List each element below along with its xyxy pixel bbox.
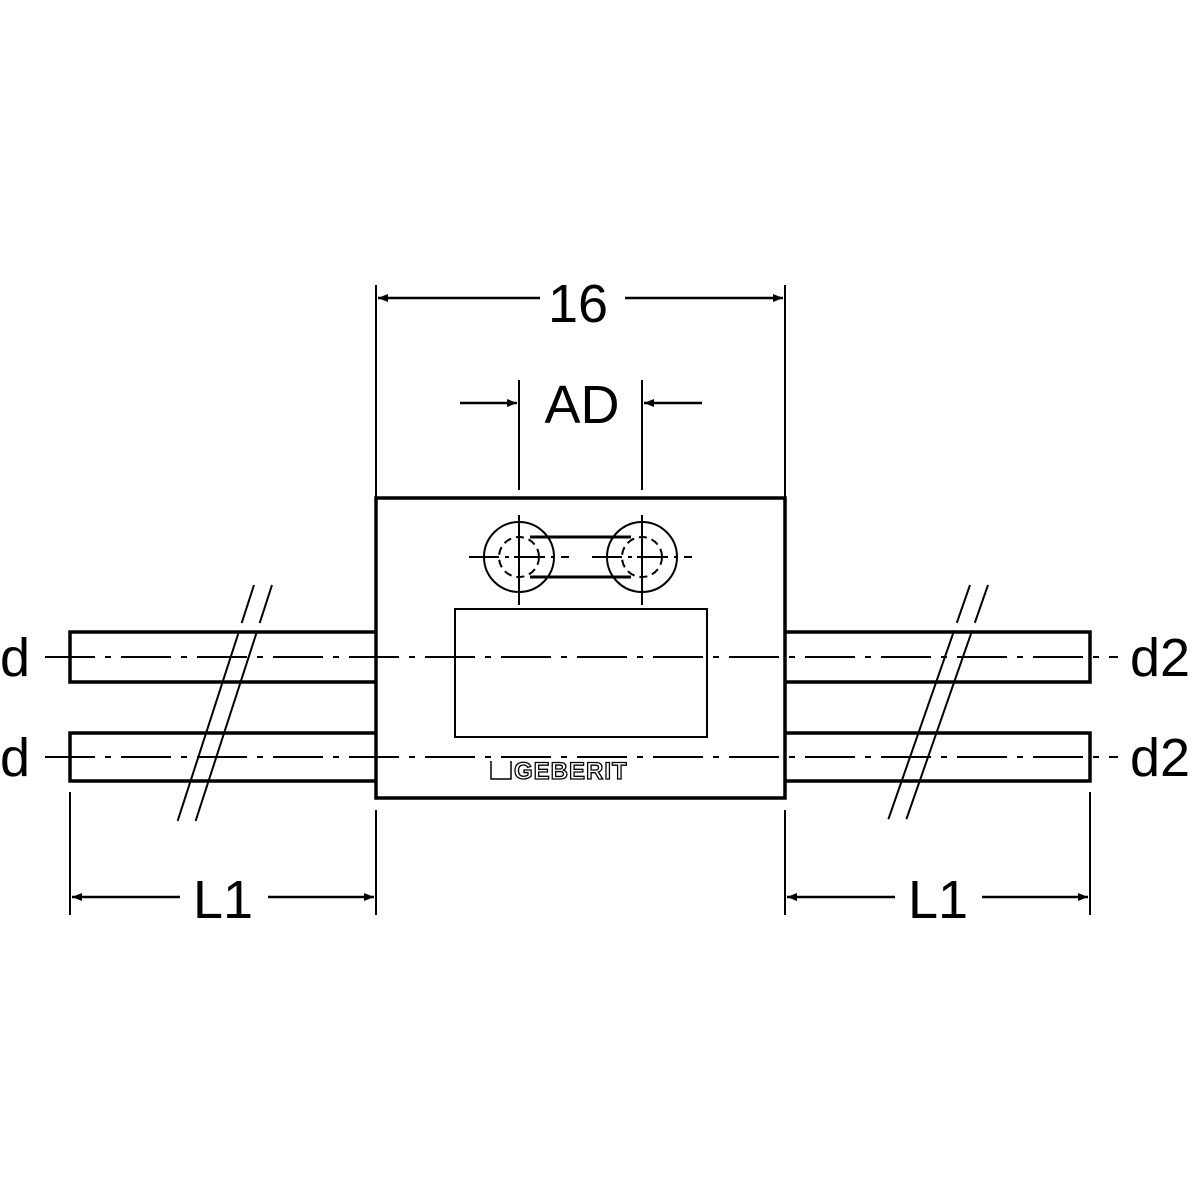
dimension-lines xyxy=(72,294,1088,901)
geberit-logo: GEBERIT xyxy=(490,757,628,786)
dimension-l1-right-label: L1 xyxy=(908,870,968,930)
svg-text:GEBERIT: GEBERIT xyxy=(514,758,628,785)
pipe-right-top xyxy=(785,630,1092,684)
pipe-label-right-bottom: d2 xyxy=(1130,728,1190,788)
dimension-16-label: 16 xyxy=(548,274,608,334)
dimension-l1-left-label: L1 xyxy=(193,870,253,930)
pipe-right-bottom xyxy=(785,731,1092,783)
pipe-label-right-top: d2 xyxy=(1130,628,1190,688)
pipe-label-left-top: d xyxy=(0,628,30,688)
break-mark-left xyxy=(175,584,273,827)
inner-panel xyxy=(454,608,708,738)
pipe-label-left-bottom: d xyxy=(0,728,30,788)
dimension-ad-label: AD xyxy=(544,375,619,435)
fitting-body xyxy=(374,496,787,800)
extension-lines xyxy=(69,285,1091,915)
break-mark-right xyxy=(885,584,989,827)
mounting-holes xyxy=(469,521,692,593)
